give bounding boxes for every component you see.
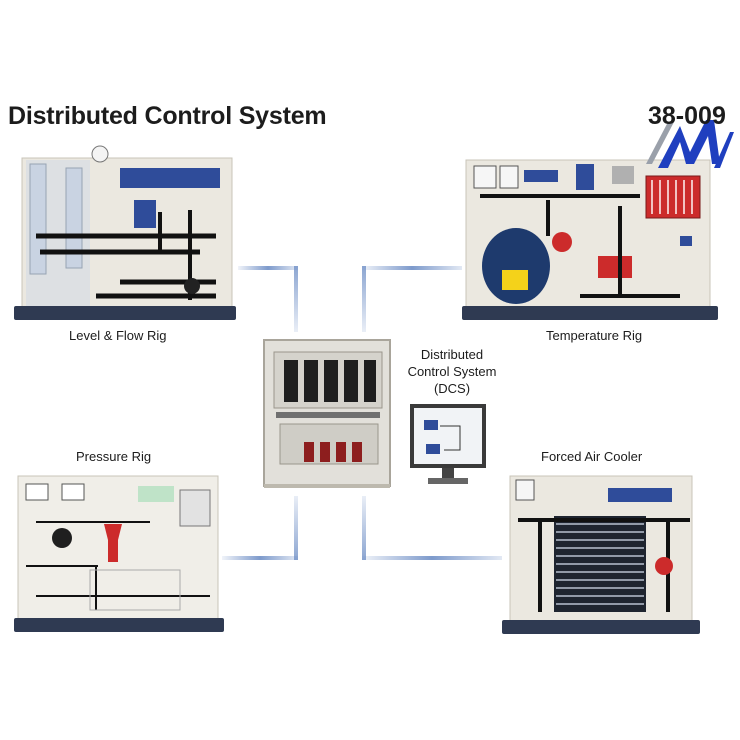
- page-title: Distributed Control System: [8, 102, 327, 130]
- dcs-label-line1: Distributed: [420, 347, 484, 362]
- dcs-label-line2: Control System: [407, 364, 497, 379]
- temperature-rig-label: Temperature Rig: [546, 328, 643, 343]
- level-flow-rig-label: Level & Flow Rig: [69, 328, 167, 343]
- connector-lines: [222, 266, 502, 560]
- pressure-rig-image: [14, 475, 224, 632]
- forced-air-cooler-image: [502, 475, 700, 634]
- dcs-label: Distributed Control System (DCS): [396, 346, 508, 397]
- pressure-rig-label: Pressure Rig: [76, 449, 152, 464]
- product-code: 38-009: [648, 102, 726, 130]
- level-flow-rig-image: [14, 145, 236, 320]
- temperature-rig-image: [462, 159, 718, 320]
- dcs-cabinet-image: [263, 339, 391, 488]
- monitor-image: [410, 404, 486, 484]
- forced-air-cooler-label: Forced Air Cooler: [541, 449, 643, 464]
- brand-logo: [646, 120, 734, 168]
- dcs-label-line3: (DCS): [433, 381, 471, 396]
